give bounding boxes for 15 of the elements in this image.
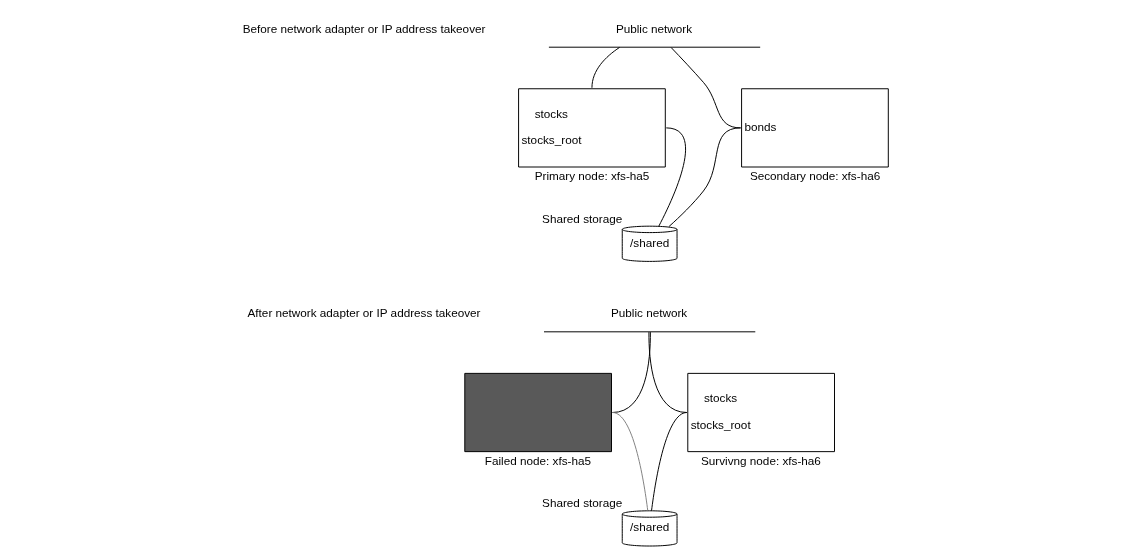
connector (591, 46, 621, 89)
node-label: Shared storage (542, 211, 623, 225)
node-label: Primary node: xfs-ha5 (534, 169, 650, 183)
node-label: Secondary node: xfs-ha6 (749, 169, 881, 183)
label: After network adapter or IP address takeover (247, 306, 481, 320)
connector (658, 127, 686, 227)
connector (668, 127, 742, 227)
connector (651, 412, 688, 512)
node-label: Failed node: xfs-ha5 (484, 453, 592, 467)
node-text: Public network (615, 21, 693, 35)
node-text: Public network (611, 306, 688, 320)
node-label: Shared storage (542, 496, 623, 510)
label: Before network adapter or IP address takeover (242, 21, 486, 35)
node-label: Survivng node: xfs-ha6 (701, 453, 821, 467)
connector (612, 412, 649, 512)
